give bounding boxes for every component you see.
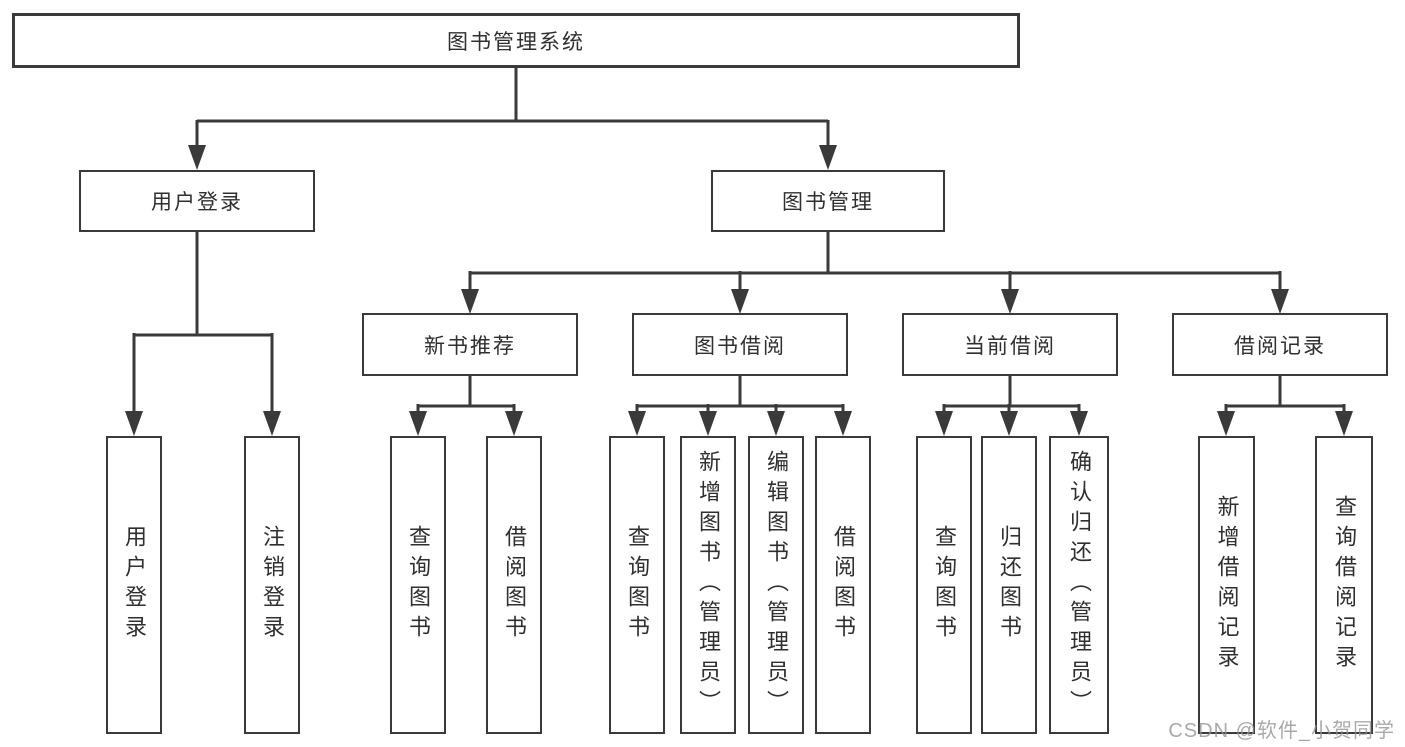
leaf-query-books-current: 查询图书 [916, 436, 972, 734]
node-book-management: 图书管理 [711, 170, 945, 232]
arrow-down-icons [125, 145, 1353, 436]
node-root-system: 图书管理系统 [12, 13, 1020, 68]
leaf-query-books-recommend: 查询图书 [390, 436, 446, 734]
leaf-query-books-borrow: 查询图书 [609, 436, 665, 734]
node-user-login: 用户登录 [79, 170, 315, 232]
node-new-book-recommend: 新书推荐 [362, 313, 578, 376]
leaf-edit-books-admin: 编辑图书（管理员） [748, 436, 804, 734]
node-current-borrow: 当前借阅 [902, 313, 1118, 376]
leaf-logout: 注销登录 [244, 436, 300, 734]
leaf-confirm-return-admin: 确认归还（管理员） [1049, 436, 1109, 734]
watermark: CSDN @软件_小贺同学 [1168, 720, 1395, 742]
leaf-query-borrow-record: 查询借阅记录 [1315, 436, 1373, 734]
leaf-return-books: 归还图书 [981, 436, 1037, 734]
leaf-borrow-books: 借阅图书 [815, 436, 871, 734]
node-book-borrow: 图书借阅 [632, 313, 848, 376]
leaf-borrow-books-recommend: 借阅图书 [486, 436, 542, 734]
leaf-user-login: 用户登录 [106, 436, 162, 734]
node-borrow-records: 借阅记录 [1172, 313, 1388, 376]
leaf-add-books-admin: 新增图书（管理员） [680, 436, 736, 734]
leaf-add-borrow-record: 新增借阅记录 [1198, 436, 1255, 734]
